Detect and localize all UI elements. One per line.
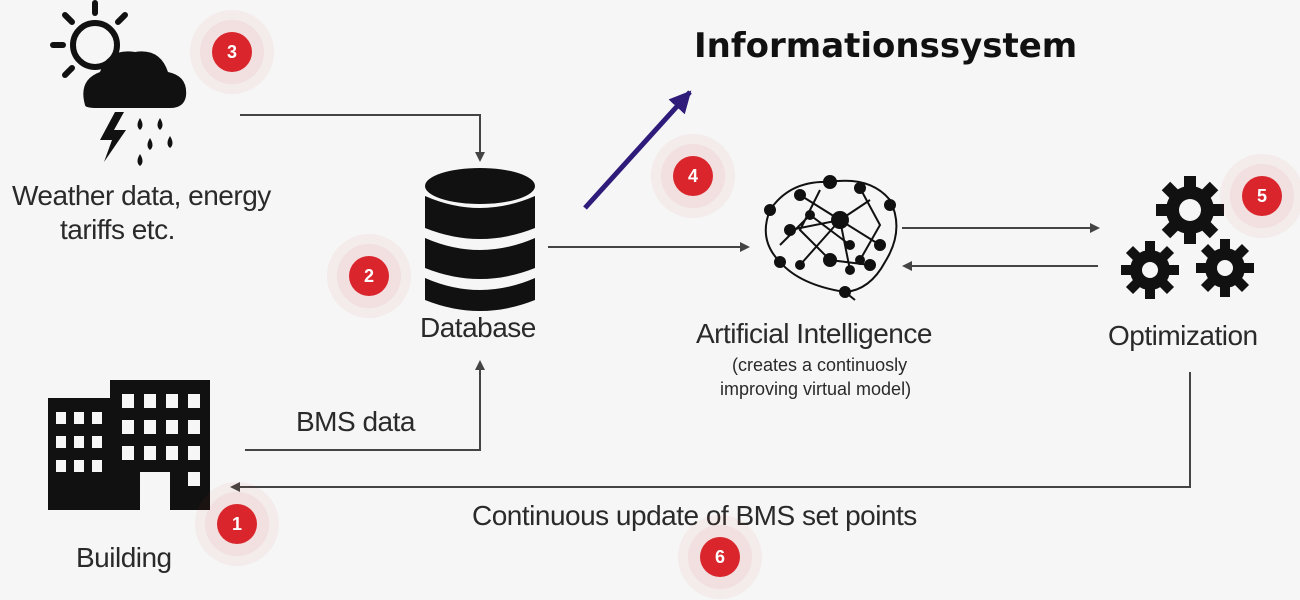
weather-label-line1: Weather data, energy (12, 180, 271, 211)
information-system-arrow (583, 90, 692, 210)
step-badge-5: 5 (1242, 176, 1282, 216)
continuous-update-label: Continuous update of BMS set points (472, 500, 917, 531)
weather-icon (50, 0, 187, 166)
ai-sublabel-line1: (creates a continuosly (732, 355, 908, 375)
brain-network-icon (764, 175, 898, 301)
gears-icon (1121, 176, 1254, 299)
optimization-to-building-arrow (230, 372, 1191, 492)
database-icon (425, 168, 535, 311)
information-system-title: Informationssystem (694, 26, 1078, 66)
step-badge-1: 1 (217, 504, 257, 544)
ai-label: Artificial Intelligence (696, 318, 932, 349)
weather-label-line2: tariffs etc. (60, 214, 175, 245)
building-label: Building (76, 542, 172, 573)
ai-sublabel-line2: improving virtual model) (720, 379, 912, 399)
optimization-label: Optimization (1108, 320, 1258, 351)
step-badge-2: 2 (349, 256, 389, 296)
weather-to-database-arrow (240, 114, 485, 162)
step-badge-6: 6 (700, 537, 740, 577)
step-badge-3: 3 (212, 32, 252, 72)
building-to-database-arrow (245, 360, 485, 451)
bms-data-label: BMS data (296, 406, 415, 437)
building-icon (48, 380, 210, 510)
database-label: Database (420, 312, 536, 343)
step-badge-4: 4 (673, 156, 713, 196)
